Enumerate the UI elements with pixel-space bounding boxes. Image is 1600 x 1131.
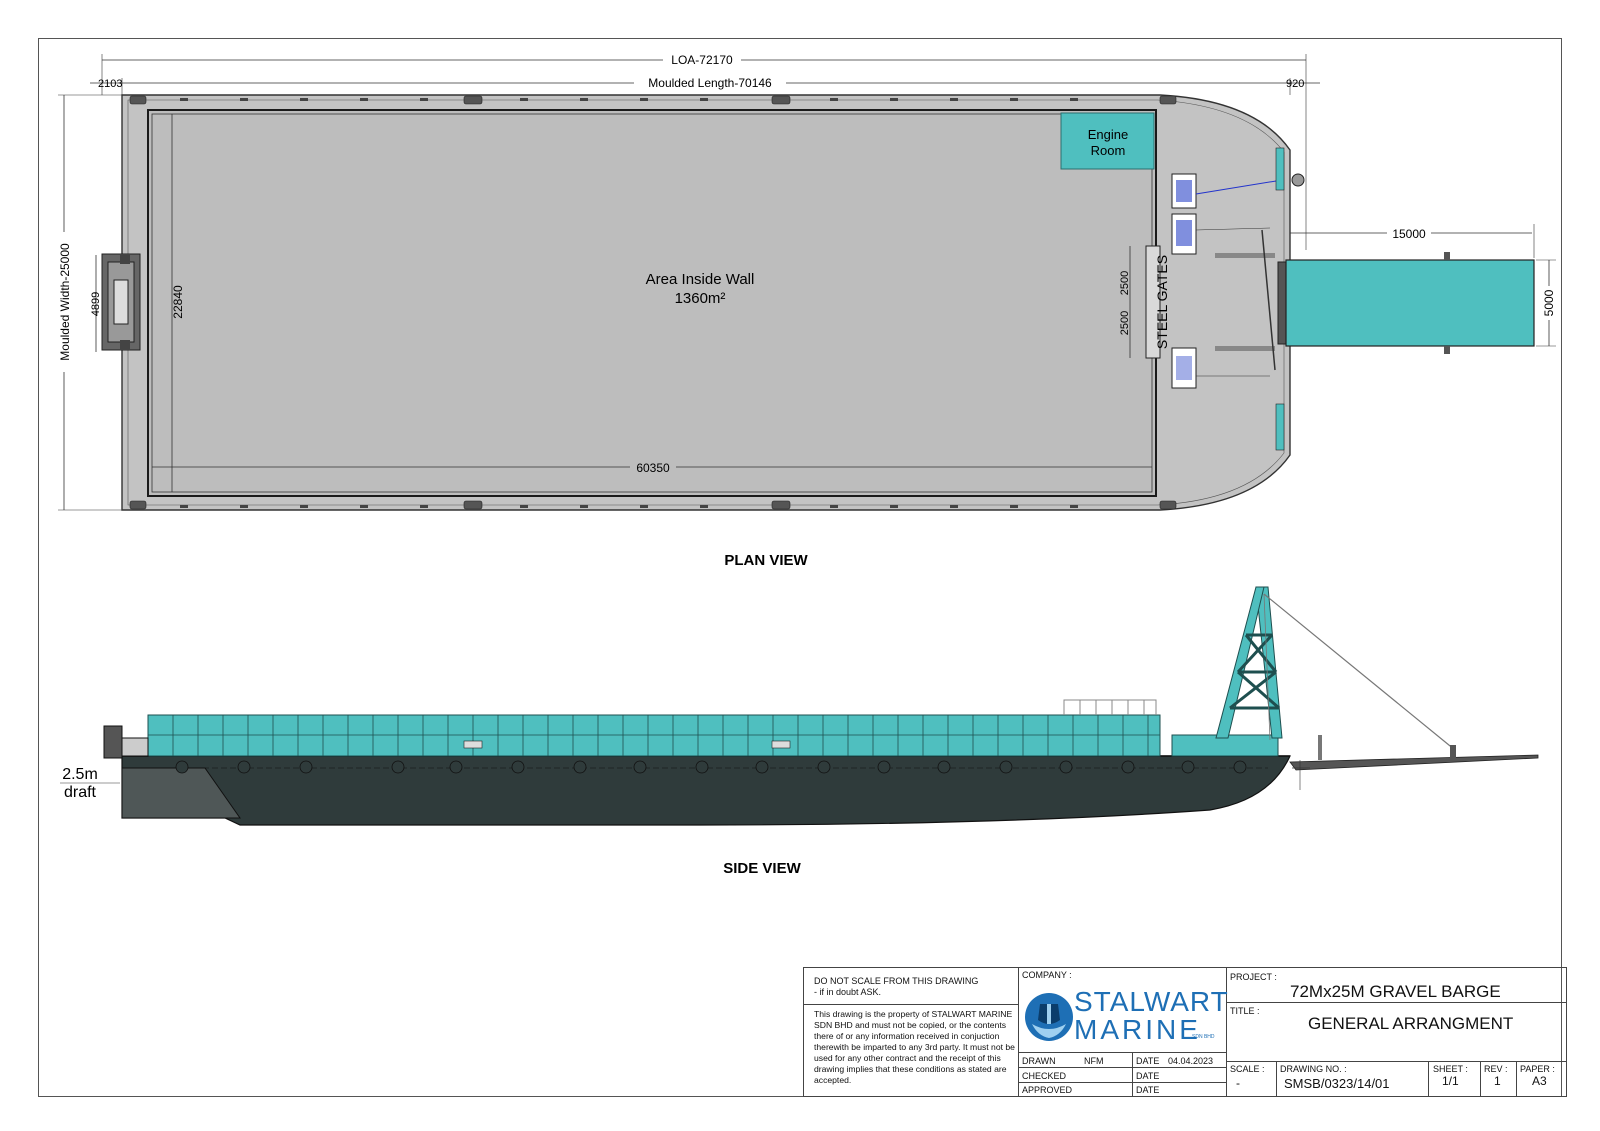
scale-label: SCALE : — [1230, 1064, 1265, 1074]
logo-line-1: STALWART — [1074, 986, 1229, 1017]
paper-value: A3 — [1532, 1074, 1547, 1088]
checked-date-label: DATE — [1136, 1071, 1160, 1081]
approved-label: APPROVED — [1022, 1085, 1073, 1095]
loa-dimension: LOA-72170 — [671, 53, 733, 67]
draft-label: draft — [64, 784, 97, 801]
rev-label: REV : — [1484, 1064, 1508, 1074]
moulded-width-dimension: Moulded Width-25000 — [58, 243, 72, 361]
side-view-label: SIDE VIEW — [723, 860, 801, 877]
scale-value: - — [1236, 1076, 1240, 1090]
steel-gates-label: STEEL GATES — [1154, 255, 1170, 349]
engine-room-label-2: Room — [1091, 143, 1126, 158]
drawing-title: GENERAL ARRANGMENT — [1308, 1014, 1514, 1033]
drawn-date: 04.04.2023 — [1168, 1056, 1214, 1066]
engine-room — [1060, 112, 1155, 170]
drawing-no: SMSB/0323/14/01 — [1284, 1076, 1390, 1091]
title-label: TITLE : — [1230, 1006, 1260, 1016]
fwd-offset-dimension: 920 — [1286, 78, 1304, 90]
rev-value: 1 — [1494, 1074, 1501, 1088]
side-view: 2.5m draft SIDE VIEW — [60, 586, 1539, 877]
company-logo: STALWART MARINE SDN BHD — [1022, 988, 1228, 1048]
steel-gates: 2500 2500 STEEL GATES — [1119, 245, 1170, 359]
drawing-frame — [38, 38, 1562, 1097]
gate-dimension-2: 2500 — [1119, 311, 1131, 335]
logo-line-2: MARINE — [1074, 1014, 1201, 1045]
disclaimer-line-2: - if in doubt ASK. — [814, 987, 882, 997]
paper-label: PAPER : — [1520, 1064, 1555, 1074]
aft-winch: 4899 — [90, 253, 141, 352]
area-value: 1360m² — [675, 290, 726, 307]
approved-date-label: DATE — [1136, 1085, 1160, 1095]
title-block: DO NOT SCALE FROM THIS DRAWING - if in d… — [803, 967, 1567, 1097]
engine-room-label-1: Engine — [1088, 127, 1128, 142]
property-notice: This drawing is the property of STALWART… — [814, 1009, 1015, 1085]
drawn-by: NFM — [1084, 1056, 1104, 1066]
project-name: 72Mx25M GRAVEL BARGE — [1290, 982, 1501, 1001]
shield-helmet-icon — [1025, 993, 1073, 1041]
sheet-value: 1/1 — [1442, 1074, 1459, 1088]
draft-value: 2.5m — [62, 766, 98, 783]
ramp-width-dimension: 5000 — [1542, 289, 1556, 316]
drawn-date-label: DATE — [1136, 1056, 1160, 1066]
drawn-label: DRAWN — [1022, 1056, 1056, 1066]
sheet-label: SHEET : — [1433, 1064, 1468, 1074]
inner-length-dimension: 60350 — [636, 461, 670, 475]
plan-view-label: PLAN VIEW — [724, 552, 808, 569]
ramp-length-dimension: 15000 — [1392, 227, 1426, 241]
bow-ramp: 15000 5000 — [1215, 224, 1556, 371]
drawing-no-label: DRAWING NO. : — [1280, 1064, 1347, 1074]
area-title: Area Inside Wall — [646, 271, 755, 288]
disclaimer-line-1: DO NOT SCALE FROM THIS DRAWING — [814, 976, 979, 986]
forward-winches — [1171, 147, 1305, 451]
plan-view: LOA-72170 Moulded Length-70146 2103 920 … — [57, 52, 1556, 569]
company-label: COMPANY : — [1022, 970, 1072, 980]
winch-width-dimension: 4899 — [90, 292, 102, 316]
moulded-length-dimension: Moulded Length-70146 — [648, 76, 772, 90]
gate-dimension-1: 2500 — [1119, 271, 1131, 295]
logo-sub: SDN BHD — [1192, 1034, 1215, 1040]
inner-width-dimension: 22840 — [171, 285, 185, 319]
checked-label: CHECKED — [1022, 1071, 1067, 1081]
aft-offset-dimension: 2103 — [98, 78, 122, 90]
project-label: PROJECT : — [1230, 972, 1277, 982]
